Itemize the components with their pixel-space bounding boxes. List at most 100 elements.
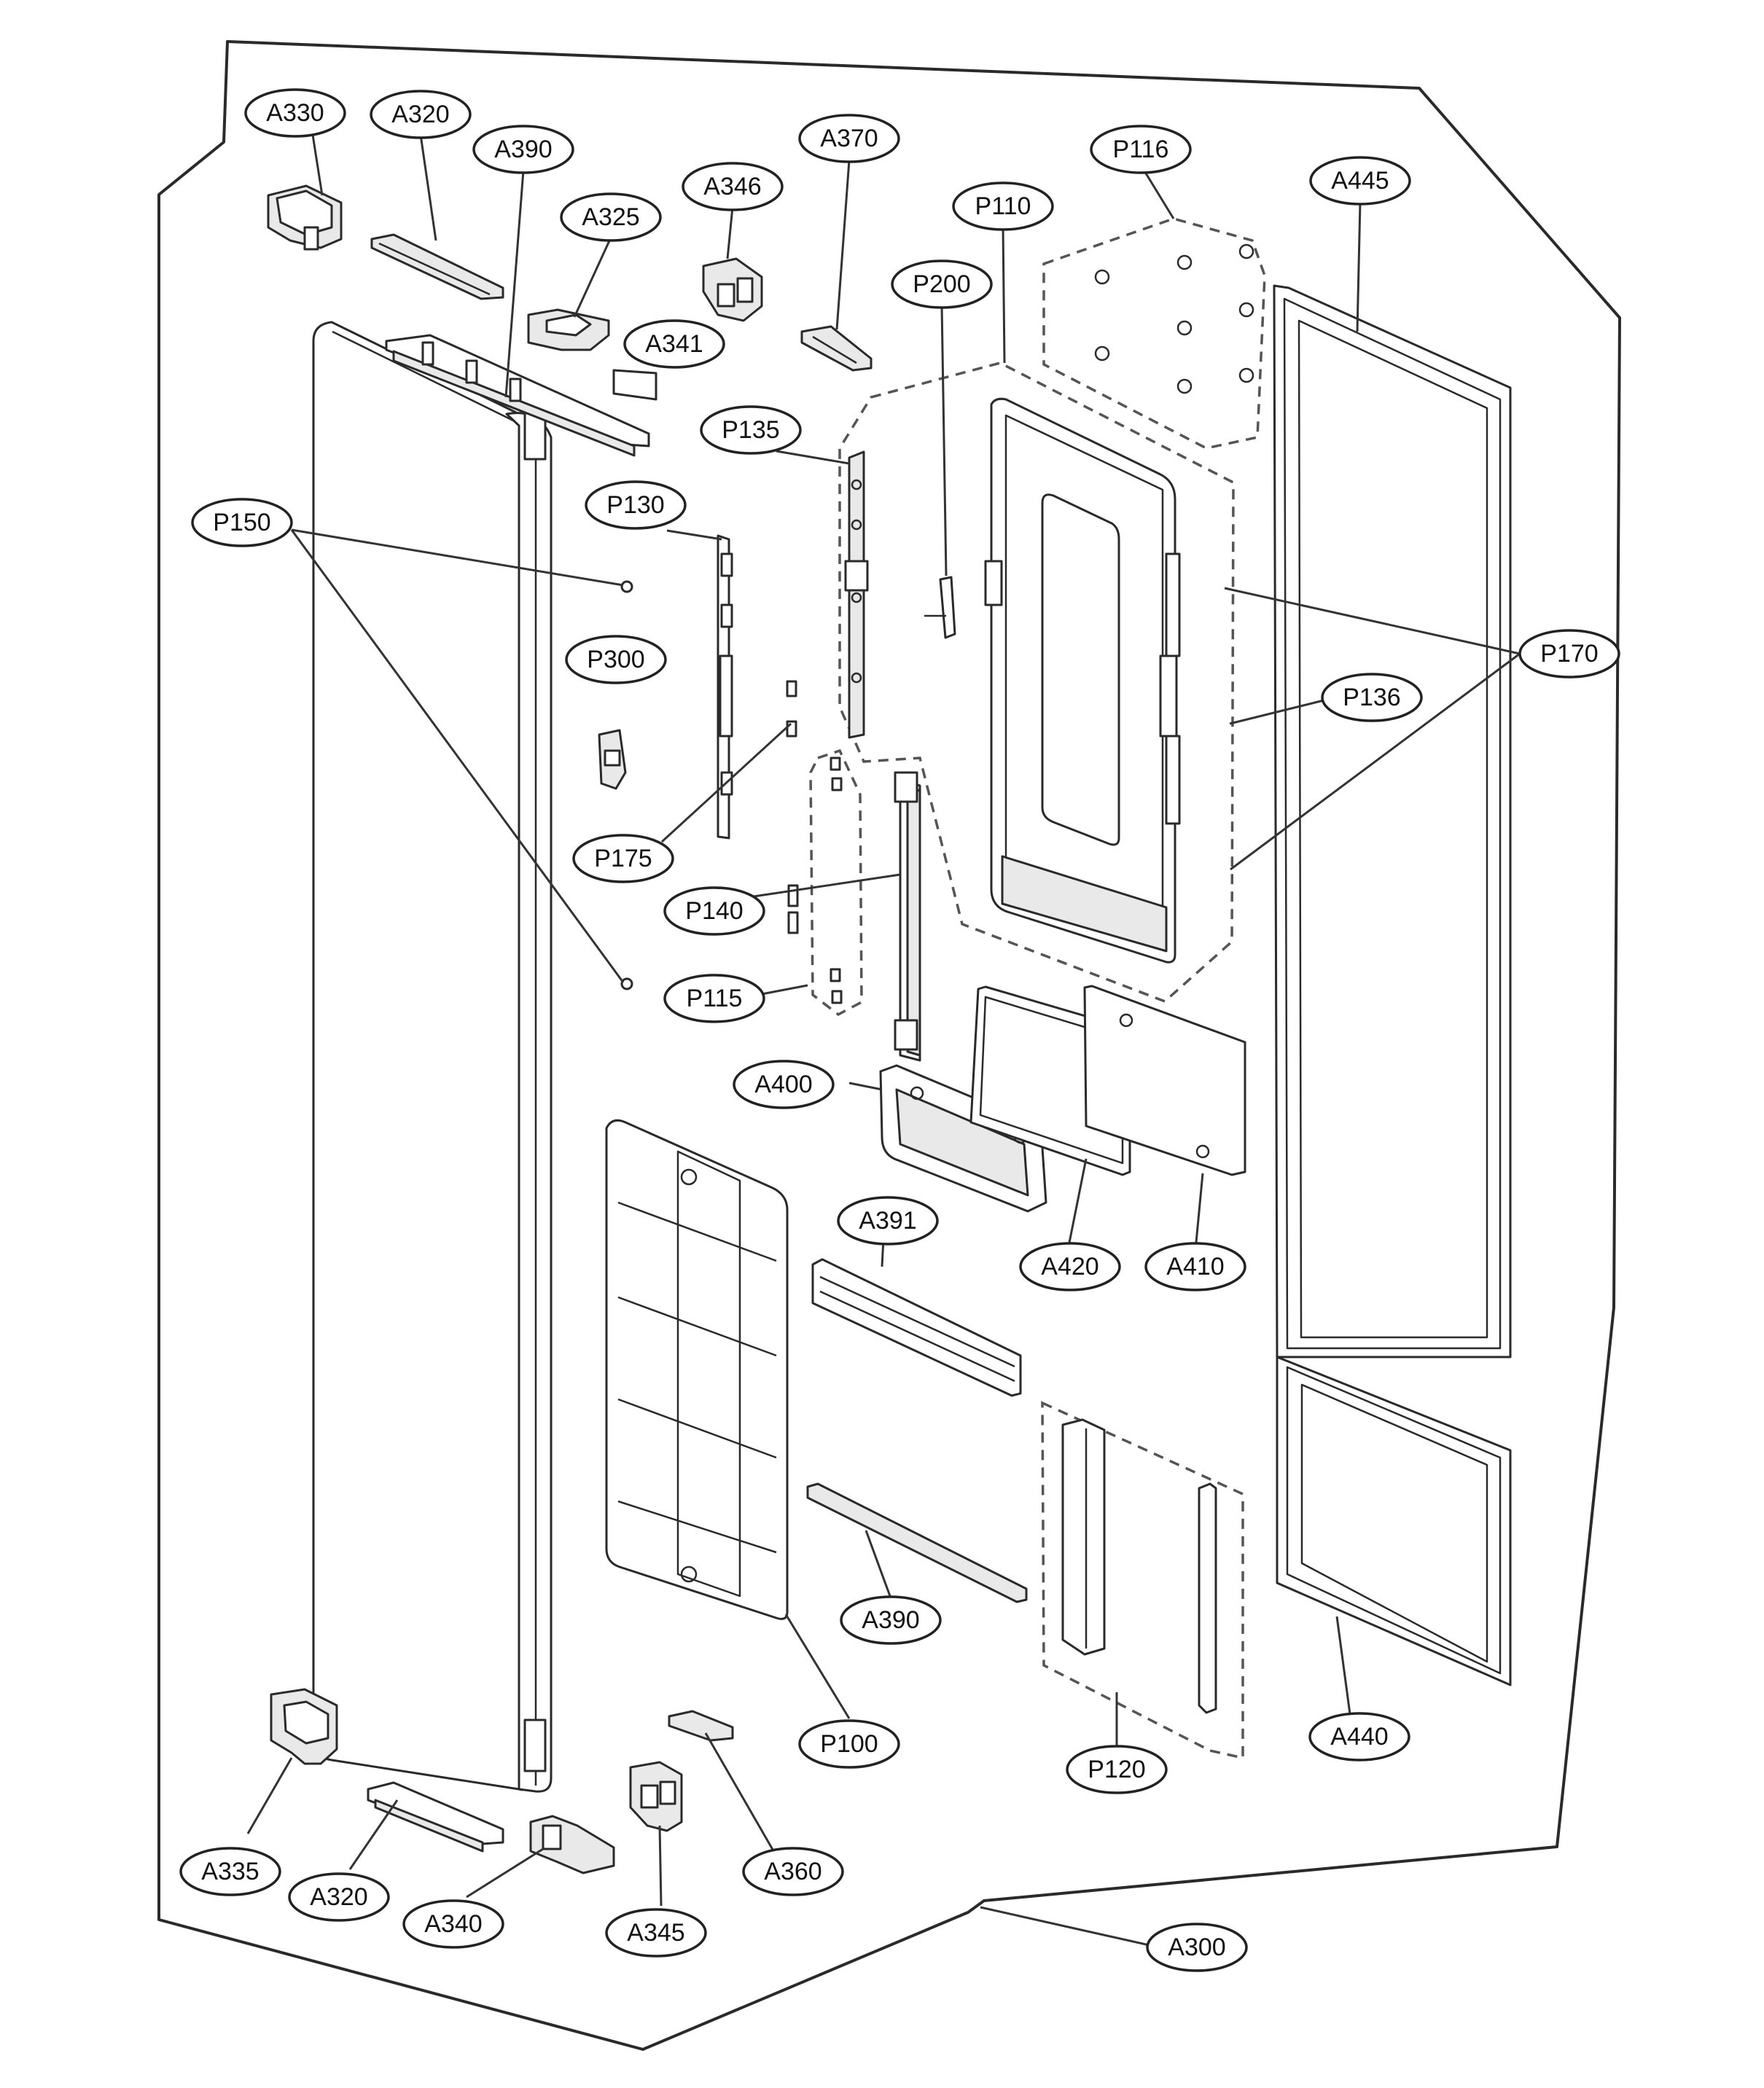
svg-text:A340: A340 (424, 1910, 482, 1938)
svg-text:A420: A420 (1041, 1253, 1098, 1280)
svg-text:A390: A390 (494, 136, 552, 163)
svg-text:A325: A325 (582, 203, 639, 231)
hinge-upper (702, 257, 763, 322)
callout-p175: P175 (572, 834, 674, 883)
svg-text:A341: A341 (645, 330, 703, 358)
cam-lower (668, 1710, 734, 1742)
callout-p100: P100 (798, 1719, 900, 1769)
bracket-p120-right (1198, 1482, 1217, 1714)
top-cap-bar (370, 233, 504, 300)
callout-p135: P135 (700, 405, 802, 455)
strip-p135 (844, 450, 869, 739)
callout-p110: P110 (952, 181, 1054, 231)
callout-p115: P115 (663, 974, 765, 1023)
gasket-upper (1273, 284, 1512, 1358)
svg-text:P116: P116 (1113, 136, 1169, 163)
small-label-plate (612, 369, 657, 401)
strip-p140 (894, 771, 921, 1062)
svg-text:A360: A360 (764, 1858, 821, 1885)
cover-a410 (1083, 985, 1246, 1176)
callout-p300: P300 (565, 635, 667, 684)
control-board-group-boundary (1042, 217, 1266, 450)
gasket-lower (1276, 1356, 1512, 1686)
svg-text:P135: P135 (722, 416, 779, 444)
callout-p200: P200 (891, 259, 993, 309)
callout-p150: P150 (191, 498, 293, 547)
small-clip-p200 (924, 576, 956, 639)
callout-a320-top: A320 (370, 90, 472, 139)
callout-p170: P170 (1518, 629, 1620, 679)
callout-a390-bottom: A390 (840, 1595, 942, 1645)
strip-p130 (717, 534, 733, 840)
svg-text:P300: P300 (587, 646, 644, 673)
svg-text:P170: P170 (1540, 640, 1598, 668)
hinge-cover-top-part (267, 184, 343, 251)
callout-a340: A340 (402, 1899, 504, 1949)
callout-p116: P116 (1090, 125, 1192, 174)
svg-text:A445: A445 (1331, 167, 1389, 195)
top-rail (385, 334, 650, 457)
svg-text:P200: P200 (913, 270, 970, 298)
callout-a300: A300 (1146, 1923, 1248, 1972)
svg-text:A320: A320 (310, 1883, 367, 1911)
switch-housing (527, 308, 610, 351)
rail-a390-lower (806, 1482, 1028, 1603)
water-panel-clips (830, 756, 843, 1004)
svg-text:A370: A370 (820, 125, 878, 152)
rail-a391 (811, 1258, 1022, 1397)
callout-a330: A330 (244, 88, 346, 138)
callout-labels: A330 A320 A390 A325 A346 A370 P116 A445 (179, 88, 1620, 1972)
clip-p140-left (787, 884, 799, 934)
small-hinge-pin (800, 325, 873, 372)
svg-text:A440: A440 (1330, 1723, 1388, 1751)
callout-a400: A400 (733, 1060, 835, 1109)
callout-a420: A420 (1019, 1242, 1121, 1291)
duct-panel (605, 1119, 789, 1620)
svg-text:A330: A330 (266, 99, 324, 127)
lower-hinge-housing (529, 1815, 615, 1874)
small-bracket-p300 (598, 729, 627, 790)
fasteners-p150 (620, 580, 633, 990)
callout-p120: P120 (1066, 1745, 1168, 1794)
hinge-cover-bottom-part (270, 1688, 338, 1765)
bottom-cap-bar (367, 1781, 504, 1853)
lower-bracket-group-boundary (1041, 1401, 1244, 1760)
callout-a445: A445 (1309, 156, 1411, 206)
svg-text:P136: P136 (1343, 684, 1400, 711)
svg-text:P150: P150 (213, 509, 270, 536)
leader-lines (246, 134, 1521, 1949)
callout-p130: P130 (585, 480, 687, 530)
svg-text:A391: A391 (859, 1207, 916, 1235)
svg-text:A300: A300 (1168, 1933, 1225, 1961)
svg-text:A390: A390 (862, 1606, 919, 1634)
callout-a341: A341 (623, 319, 725, 369)
callout-a345: A345 (605, 1908, 707, 1958)
callout-a320-bottom: A320 (288, 1872, 390, 1922)
svg-text:A345: A345 (627, 1919, 684, 1947)
svg-text:A410: A410 (1166, 1253, 1224, 1280)
svg-text:P110: P110 (975, 192, 1031, 220)
callout-p140: P140 (663, 886, 765, 936)
svg-text:P120: P120 (1088, 1756, 1145, 1783)
svg-text:A346: A346 (703, 173, 761, 200)
hinge-lower (629, 1761, 683, 1832)
svg-text:A320: A320 (391, 101, 449, 128)
callout-a440: A440 (1308, 1712, 1410, 1761)
control-board-screws (1094, 243, 1254, 394)
svg-text:P175: P175 (594, 845, 652, 872)
svg-text:P140: P140 (685, 897, 743, 925)
dispenser-group-boundary (838, 361, 1235, 1004)
door-panel (312, 321, 553, 1793)
callout-a370: A370 (798, 114, 900, 163)
svg-text:P115: P115 (687, 985, 743, 1012)
callout-a346: A346 (682, 162, 784, 211)
callout-a335: A335 (179, 1847, 281, 1896)
svg-text:P130: P130 (606, 491, 664, 519)
dispenser-cover (984, 397, 1181, 963)
callout-a325: A325 (560, 192, 662, 242)
callout-a390-top: A390 (472, 125, 574, 174)
callout-a410: A410 (1144, 1242, 1246, 1291)
assembly-boundary (157, 40, 1621, 2051)
svg-text:A335: A335 (201, 1858, 259, 1885)
